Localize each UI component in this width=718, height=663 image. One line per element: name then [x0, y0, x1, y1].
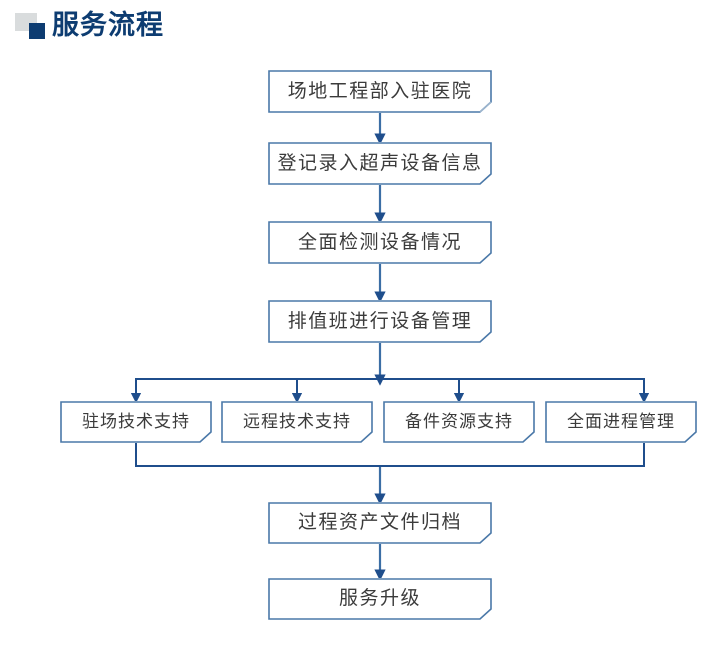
flow-node-6[interactable]: 过程资产文件归档	[268, 502, 492, 544]
flow-node-label: 过程资产文件归档	[297, 512, 462, 533]
flow-node-label: 场地工程部入驻医院	[287, 80, 473, 102]
node-shape	[383, 401, 535, 443]
flow-node-label: 远程技术支持	[243, 412, 351, 431]
flow-node-label: 服务升级	[338, 588, 421, 609]
node-shape	[268, 142, 492, 185]
node-shape	[268, 502, 492, 544]
node-shape	[268, 300, 492, 343]
flow-node-label: 驻场技术支持	[82, 412, 190, 431]
flow-node-4[interactable]: 排值班进行设备管理	[268, 300, 492, 343]
flow-node-1[interactable]: 场地工程部入驻医院	[268, 70, 492, 113]
flow-node-label: 登记录入超声设备信息	[277, 152, 483, 174]
node-shape	[60, 401, 212, 443]
node-shape	[268, 70, 492, 113]
header-marker-icon	[15, 13, 45, 39]
node-shape	[268, 221, 492, 264]
merge-bracket	[135, 443, 645, 467]
flow-branch-node-3[interactable]: 备件资源支持	[383, 401, 535, 443]
flow-node-label: 全面检测设备情况	[297, 231, 462, 253]
flow-branch-node-2[interactable]: 远程技术支持	[221, 401, 373, 443]
flow-node-label: 备件资源支持	[405, 412, 513, 431]
flow-branch-node-4[interactable]: 全面进程管理	[545, 401, 697, 443]
node-shape	[545, 401, 697, 443]
header-marker-blue-square	[29, 23, 45, 39]
page-title: 服务流程	[52, 10, 164, 40]
node-shape	[268, 578, 492, 620]
flow-node-2[interactable]: 登记录入超声设备信息	[268, 142, 492, 185]
flow-branch-node-1[interactable]: 驻场技术支持	[60, 401, 212, 443]
flow-node-label: 全面进程管理	[567, 412, 675, 431]
flow-node-7[interactable]: 服务升级	[268, 578, 492, 620]
page-header: 服务流程	[0, 0, 718, 52]
node-shape	[221, 401, 373, 443]
flow-node-3[interactable]: 全面检测设备情况	[268, 221, 492, 264]
flow-node-label: 排值班进行设备管理	[287, 310, 473, 332]
